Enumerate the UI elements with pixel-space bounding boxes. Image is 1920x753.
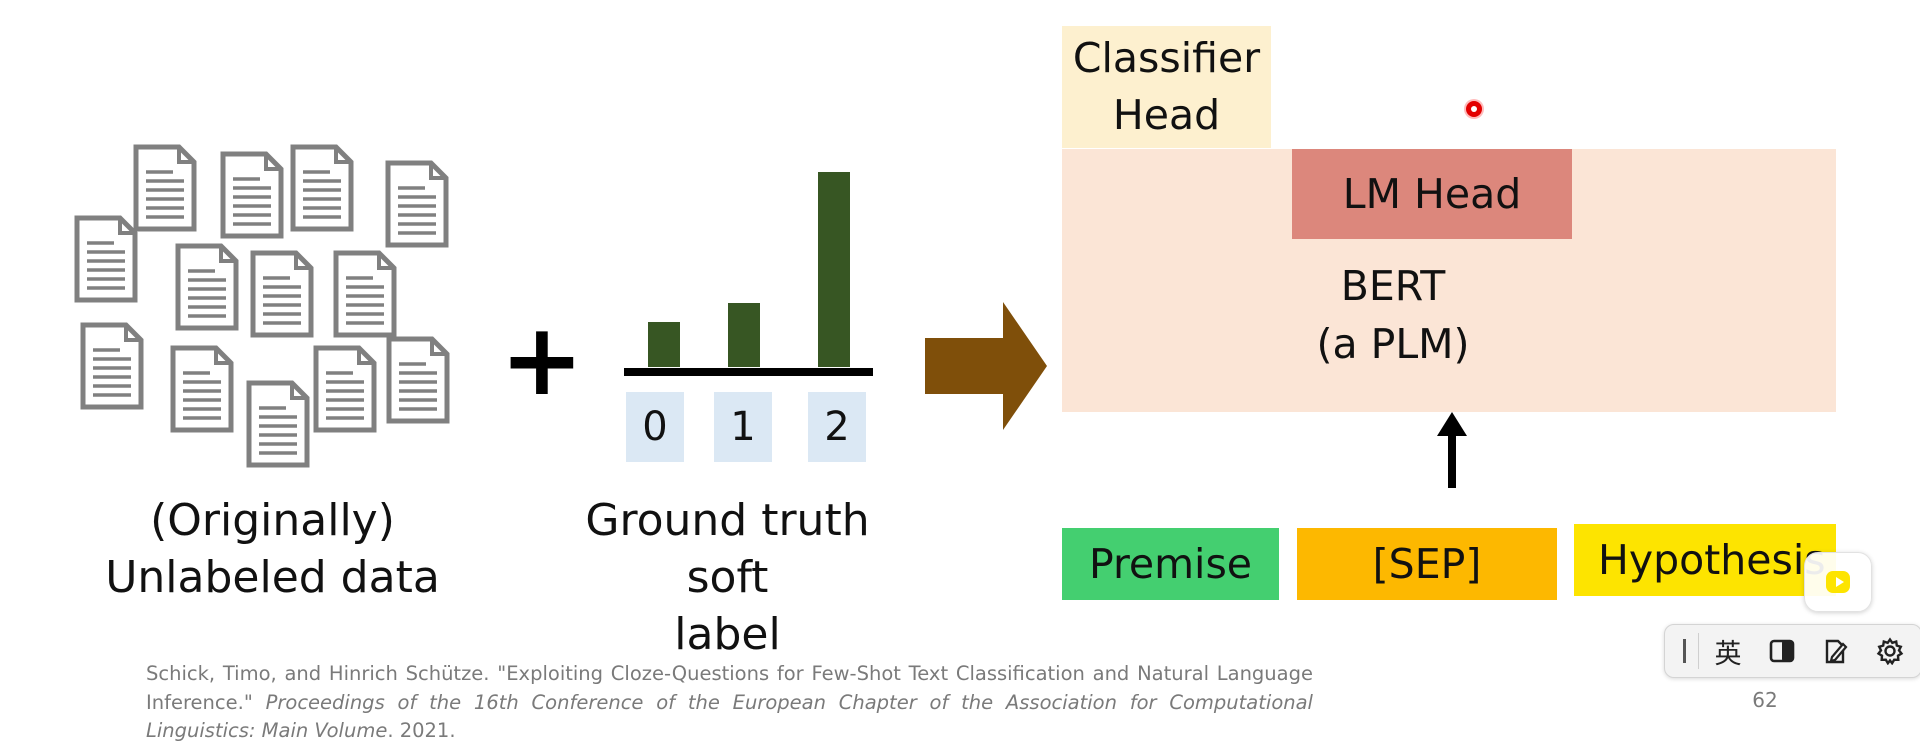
ime-toolbar: 英	[1664, 624, 1920, 678]
classifier-head-line1: Classifier	[1072, 34, 1261, 82]
document-icon	[333, 250, 397, 338]
settings-gear-icon	[1876, 637, 1904, 665]
play-icon	[1826, 571, 1850, 593]
premise-box: Premise	[1062, 528, 1279, 600]
document-icon	[74, 215, 138, 303]
label-box-1: 1	[714, 392, 772, 462]
document-icon	[385, 160, 449, 248]
bert-line2: (a PLM)	[1316, 320, 1470, 368]
document-icon	[133, 144, 197, 232]
label-box-2: 2	[808, 392, 866, 462]
document-icon	[386, 336, 450, 424]
language-toggle-icon: 英	[1714, 638, 1742, 670]
label-text-2: 2	[824, 404, 850, 450]
bert-line1: BERT	[1340, 262, 1446, 310]
caption-line-2: label	[674, 609, 781, 660]
soft-label-chart	[624, 172, 873, 376]
floating-player-button[interactable]	[1804, 552, 1872, 612]
bert-label: BERT (a PLM)	[1287, 257, 1499, 373]
document-icon	[175, 243, 239, 331]
hypothesis-box: Hypothesis	[1574, 524, 1836, 596]
hypothesis-label: Hypothesis	[1598, 536, 1826, 584]
sep-box: [SEP]	[1297, 528, 1557, 600]
toolbar-item-edit[interactable]	[1811, 625, 1861, 677]
citation-authors-title: Schick, Timo, and Hinrich Schütze. "Expl…	[146, 662, 1313, 714]
lm-head-label: LM Head	[1342, 170, 1522, 218]
cursor-bar-icon	[1682, 639, 1686, 663]
unlabeled-data-caption: (Originally) Unlabeled data	[100, 492, 445, 606]
edit-note-icon	[1825, 639, 1848, 664]
half-square-icon	[1769, 639, 1795, 663]
up-arrow-icon	[1437, 412, 1467, 488]
pointer-dot-icon	[1466, 101, 1482, 117]
document-icon	[250, 250, 314, 338]
label-text-0: 0	[642, 404, 668, 450]
big-right-arrow-icon	[925, 302, 1047, 430]
soft-label-caption: Ground truth soft label	[540, 492, 915, 663]
soft-label-bar-1	[728, 303, 760, 367]
toolbar-divider	[1698, 633, 1699, 669]
plus-symbol: +	[500, 301, 584, 418]
document-icon	[246, 380, 310, 468]
page-number: 62	[1752, 688, 1778, 712]
soft-label-bar-0	[648, 322, 680, 367]
soft-label-bar-2	[818, 172, 850, 367]
label-box-0: 0	[626, 392, 684, 462]
citation-journal: Proceedings of the 16th Conference of th…	[146, 690, 1313, 743]
document-icon	[220, 151, 284, 239]
caption-line-2: Unlabeled data	[105, 552, 440, 603]
label-text-1: 1	[730, 404, 756, 450]
caption-line-1: Ground truth soft	[585, 495, 870, 603]
toolbar-item-language[interactable]: 英	[1703, 625, 1753, 677]
citation-year: . 2021.	[387, 719, 456, 742]
toolbar-item-cursor[interactable]	[1673, 625, 1695, 677]
sep-label: [SEP]	[1372, 540, 1482, 588]
premise-label: Premise	[1088, 540, 1253, 588]
toolbar-item-layout[interactable]	[1757, 625, 1807, 677]
toolbar-item-settings[interactable]	[1865, 625, 1915, 677]
lm-head-box: LM Head	[1292, 149, 1572, 239]
classifier-head-box: Classifier Head	[1062, 26, 1271, 148]
document-icon	[313, 345, 377, 433]
classifier-head-line2: Head	[1112, 91, 1221, 139]
document-icon	[80, 322, 144, 410]
caption-line-1: (Originally)	[150, 495, 395, 546]
document-icon	[290, 144, 354, 232]
citation: Schick, Timo, and Hinrich Schütze. "Expl…	[146, 660, 1313, 746]
document-cluster	[0, 0, 480, 480]
document-icon	[170, 345, 234, 433]
